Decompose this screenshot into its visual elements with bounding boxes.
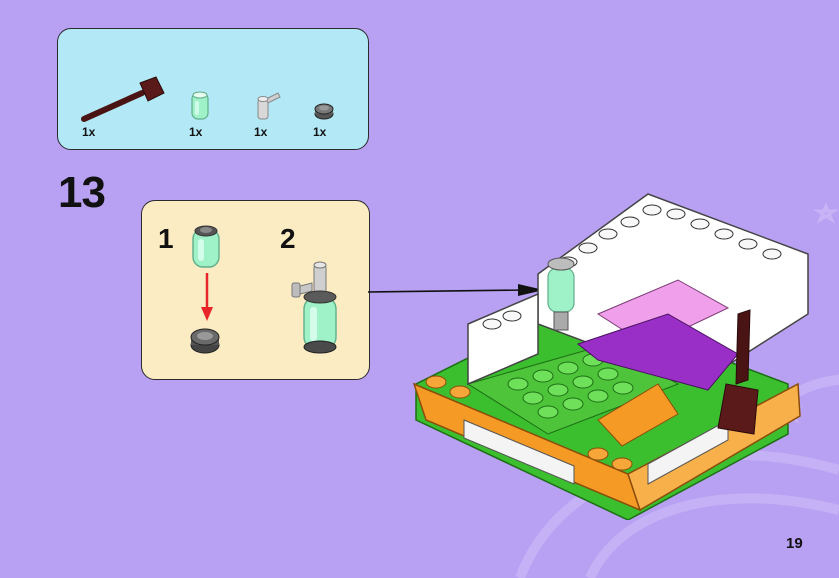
substep-number: 2 (280, 223, 296, 255)
part-qty: 1x (189, 125, 202, 139)
assembled-model-illustration (408, 184, 828, 520)
red-down-arrow-icon (200, 273, 214, 323)
trans-green-round-brick-icon (189, 89, 211, 121)
dark-grey-round-plate-icon (312, 101, 336, 121)
step-number: 13 (58, 168, 105, 218)
faucet-tap-piece-icon (252, 87, 282, 121)
assembled-tap-brick-icon (290, 259, 342, 357)
part-qty: 1x (82, 125, 95, 139)
page-number: 19 (786, 535, 803, 552)
parts-list-box: 1x 1x 1x 1x (57, 28, 369, 150)
substep-box: 1 2 (141, 200, 370, 380)
dark-grey-round-plate-icon (188, 325, 222, 355)
trans-green-round-brick-icon (189, 221, 223, 271)
part-qty: 1x (313, 125, 326, 139)
broom-brick-icon (80, 75, 170, 125)
part-qty: 1x (254, 125, 267, 139)
substep-number: 1 (158, 223, 174, 255)
